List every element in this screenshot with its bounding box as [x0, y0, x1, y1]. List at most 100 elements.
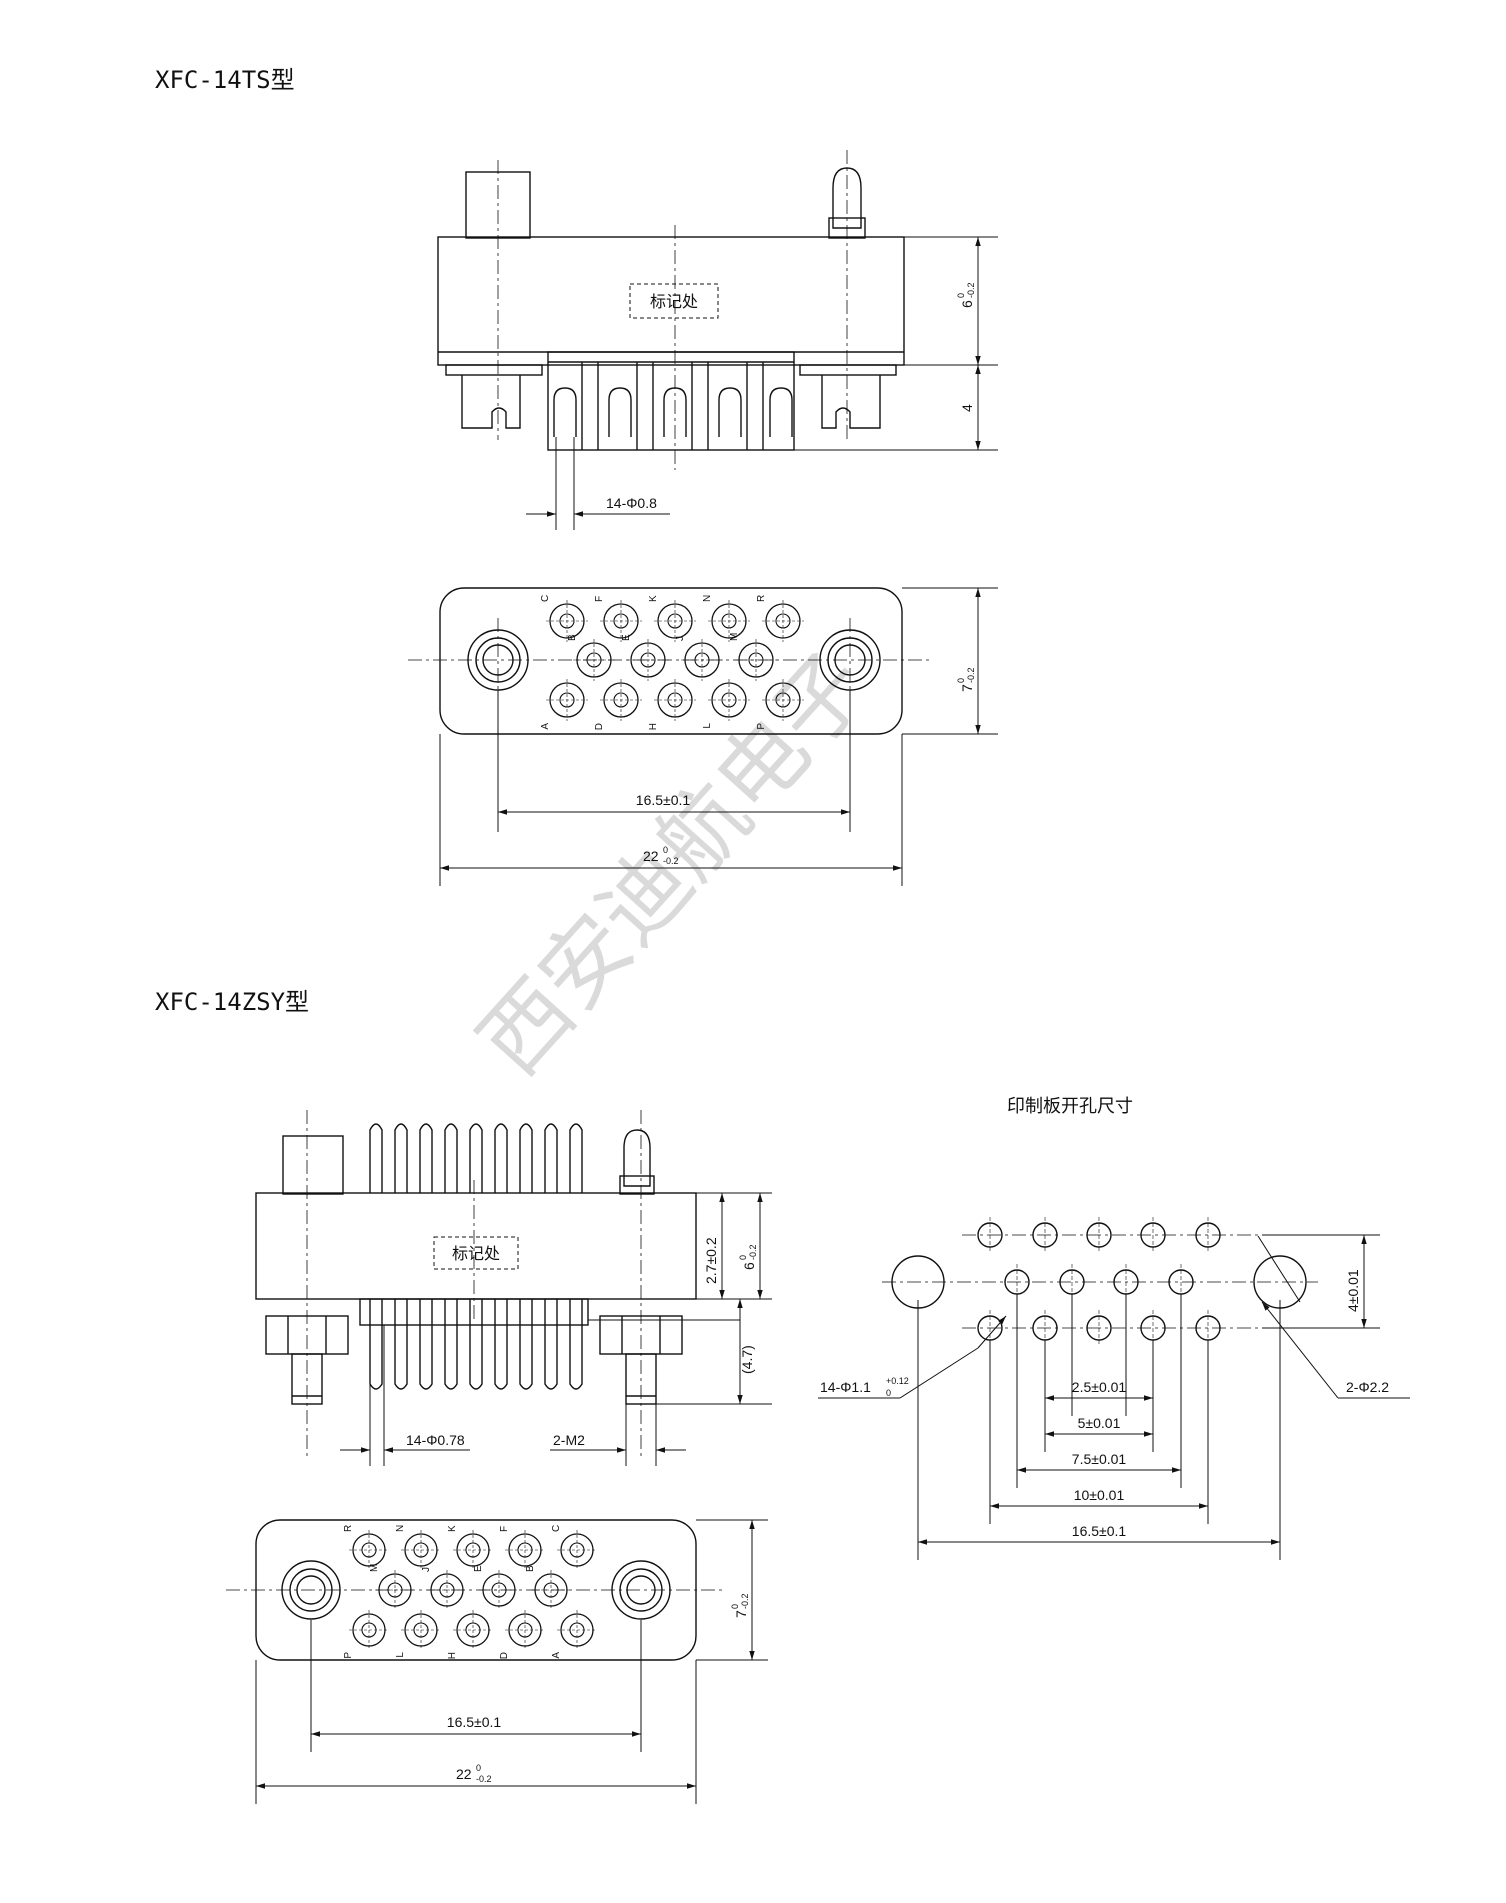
connector-pin: M [729, 633, 777, 681]
zsy-mark-box [433, 1236, 519, 1270]
comb-pin-upper [569, 1123, 583, 1193]
pcb-dim-75: 7.5±0.01 [1072, 1451, 1127, 1467]
zsy-dim-47: (4.7) [739, 1345, 755, 1374]
svg-text:+0.12: +0.12 [886, 1376, 909, 1386]
ts-body [437, 236, 905, 366]
pin-label: F [594, 596, 605, 602]
svg-text:7: 7 [733, 1610, 749, 1618]
ts-height-dims [794, 236, 998, 451]
ts-side-view [437, 150, 905, 470]
zsy-pin-comb [369, 1123, 583, 1390]
connector-pin: A [551, 1610, 597, 1659]
ts-dim-7: 7 0 -0.2 [956, 667, 976, 692]
pcb-holes [882, 1217, 1318, 1346]
zsy-pin-dia-label: 14-Φ0.78 [406, 1432, 465, 1448]
pin-label: A [540, 723, 551, 730]
pin-label: J [421, 1567, 432, 1572]
svg-text:-0.2: -0.2 [966, 667, 976, 683]
comb-pin-lower [544, 1299, 558, 1390]
svg-text:22: 22 [456, 1766, 472, 1782]
pin-label: L [395, 1652, 406, 1658]
zsy-dim-width: 22 0 -0.2 [456, 1763, 492, 1784]
connector-pin: H [447, 1610, 493, 1659]
connector-pin: E [621, 634, 669, 681]
ts-front-body [439, 587, 903, 735]
svg-text:-0.2: -0.2 [966, 282, 976, 298]
comb-pin-lower [394, 1299, 408, 1390]
pcb-title: 印制板开孔尺寸 [1007, 1096, 1133, 1116]
comb-pin-upper [494, 1123, 508, 1193]
pin-label: H [447, 1652, 458, 1659]
section-xfc-14zsy: XFC-14ZSY型 标记处 [155, 988, 772, 1804]
pin-label: P [756, 723, 767, 730]
connector-pin: D [594, 679, 642, 730]
zsy-dim-7: 7 0 -0.2 [730, 1593, 750, 1618]
comb-pin-lower [369, 1299, 383, 1390]
pin-label: E [621, 634, 632, 641]
comb-pin-upper [469, 1123, 483, 1193]
zsy-side-view [255, 1110, 697, 1460]
section-xfc-14ts: XFC-14TS型 [155, 66, 998, 886]
connector-pin: D [499, 1610, 545, 1659]
pin-label: B [567, 634, 578, 641]
section1-title: XFC-14TS型 [155, 66, 295, 94]
ts-dim-pitch: 16.5±0.1 [636, 792, 691, 808]
pcb-dim-10: 10±0.01 [1074, 1487, 1125, 1503]
ts-pin-dia-label: 14-Φ0.8 [606, 495, 657, 511]
comb-pin-upper [519, 1123, 533, 1193]
svg-text:0: 0 [738, 1255, 748, 1260]
pcb-dim-hole: 14-Φ1.1 +0.12 0 [820, 1376, 909, 1398]
ts-pin-dia-dim [526, 437, 670, 530]
svg-text:6: 6 [959, 300, 975, 308]
ts-front-dims [439, 587, 998, 886]
comb-pin-upper [544, 1123, 558, 1193]
svg-text:-0.2: -0.2 [748, 1244, 758, 1260]
zsy-dim-6: 6 0 -0.2 [738, 1244, 758, 1270]
pin-label: E [473, 1565, 484, 1572]
svg-text:-0.2: -0.2 [663, 856, 679, 866]
pin-label: K [447, 1525, 458, 1532]
zsy-dim-27: 2.7±0.2 [703, 1237, 719, 1284]
zsy-left-post [282, 1135, 344, 1195]
connector-pin: L [702, 679, 750, 729]
ts-mark-box [629, 283, 719, 319]
ts-dim-6: 6 0 -0.2 [956, 282, 976, 308]
comb-pin-upper [444, 1123, 458, 1193]
pin-label: R [756, 595, 767, 602]
connector-pin: B [567, 634, 615, 681]
comb-pin-lower [519, 1299, 533, 1390]
zsy-dim-pitch: 16.5±0.1 [447, 1714, 502, 1730]
zsy-bottom-dims [340, 1325, 686, 1466]
zsy-guide-pin [623, 1129, 651, 1187]
pcb-dim-mount: 2-Φ2.2 [1346, 1379, 1389, 1395]
svg-text:0: 0 [730, 1604, 740, 1609]
connector-pin: N [395, 1525, 441, 1570]
svg-text:-0.2: -0.2 [476, 1774, 492, 1784]
connector-pin: J [675, 636, 723, 681]
pin-label: K [648, 595, 659, 602]
comb-pin-lower [444, 1299, 458, 1390]
connector-pin: P [756, 679, 804, 730]
connector-pin: K [648, 595, 696, 642]
svg-text:0: 0 [956, 678, 966, 683]
connector-pin: F [499, 1526, 545, 1570]
svg-text:-0.2: -0.2 [740, 1593, 750, 1609]
connector-pin: B [525, 1565, 571, 1610]
connector-pin: M [369, 1564, 415, 1610]
zsy-height-dims [588, 1192, 772, 1405]
pin-label: M [369, 1564, 380, 1572]
pin-label: P [343, 1652, 354, 1659]
connector-pin: A [540, 679, 588, 730]
connector-pin: L [395, 1610, 441, 1658]
svg-text:6: 6 [741, 1262, 757, 1270]
connector-pin: F [594, 596, 642, 642]
section2-title: XFC-14ZSY型 [155, 988, 309, 1016]
pcb-hole-pattern: 印制板开孔尺寸 [818, 1096, 1410, 1560]
ts-contact-block [547, 351, 795, 451]
pin-label: N [395, 1525, 406, 1532]
svg-text:0: 0 [663, 845, 668, 855]
pin-label: N [702, 595, 713, 602]
svg-text:14-Φ1.1: 14-Φ1.1 [820, 1379, 871, 1395]
